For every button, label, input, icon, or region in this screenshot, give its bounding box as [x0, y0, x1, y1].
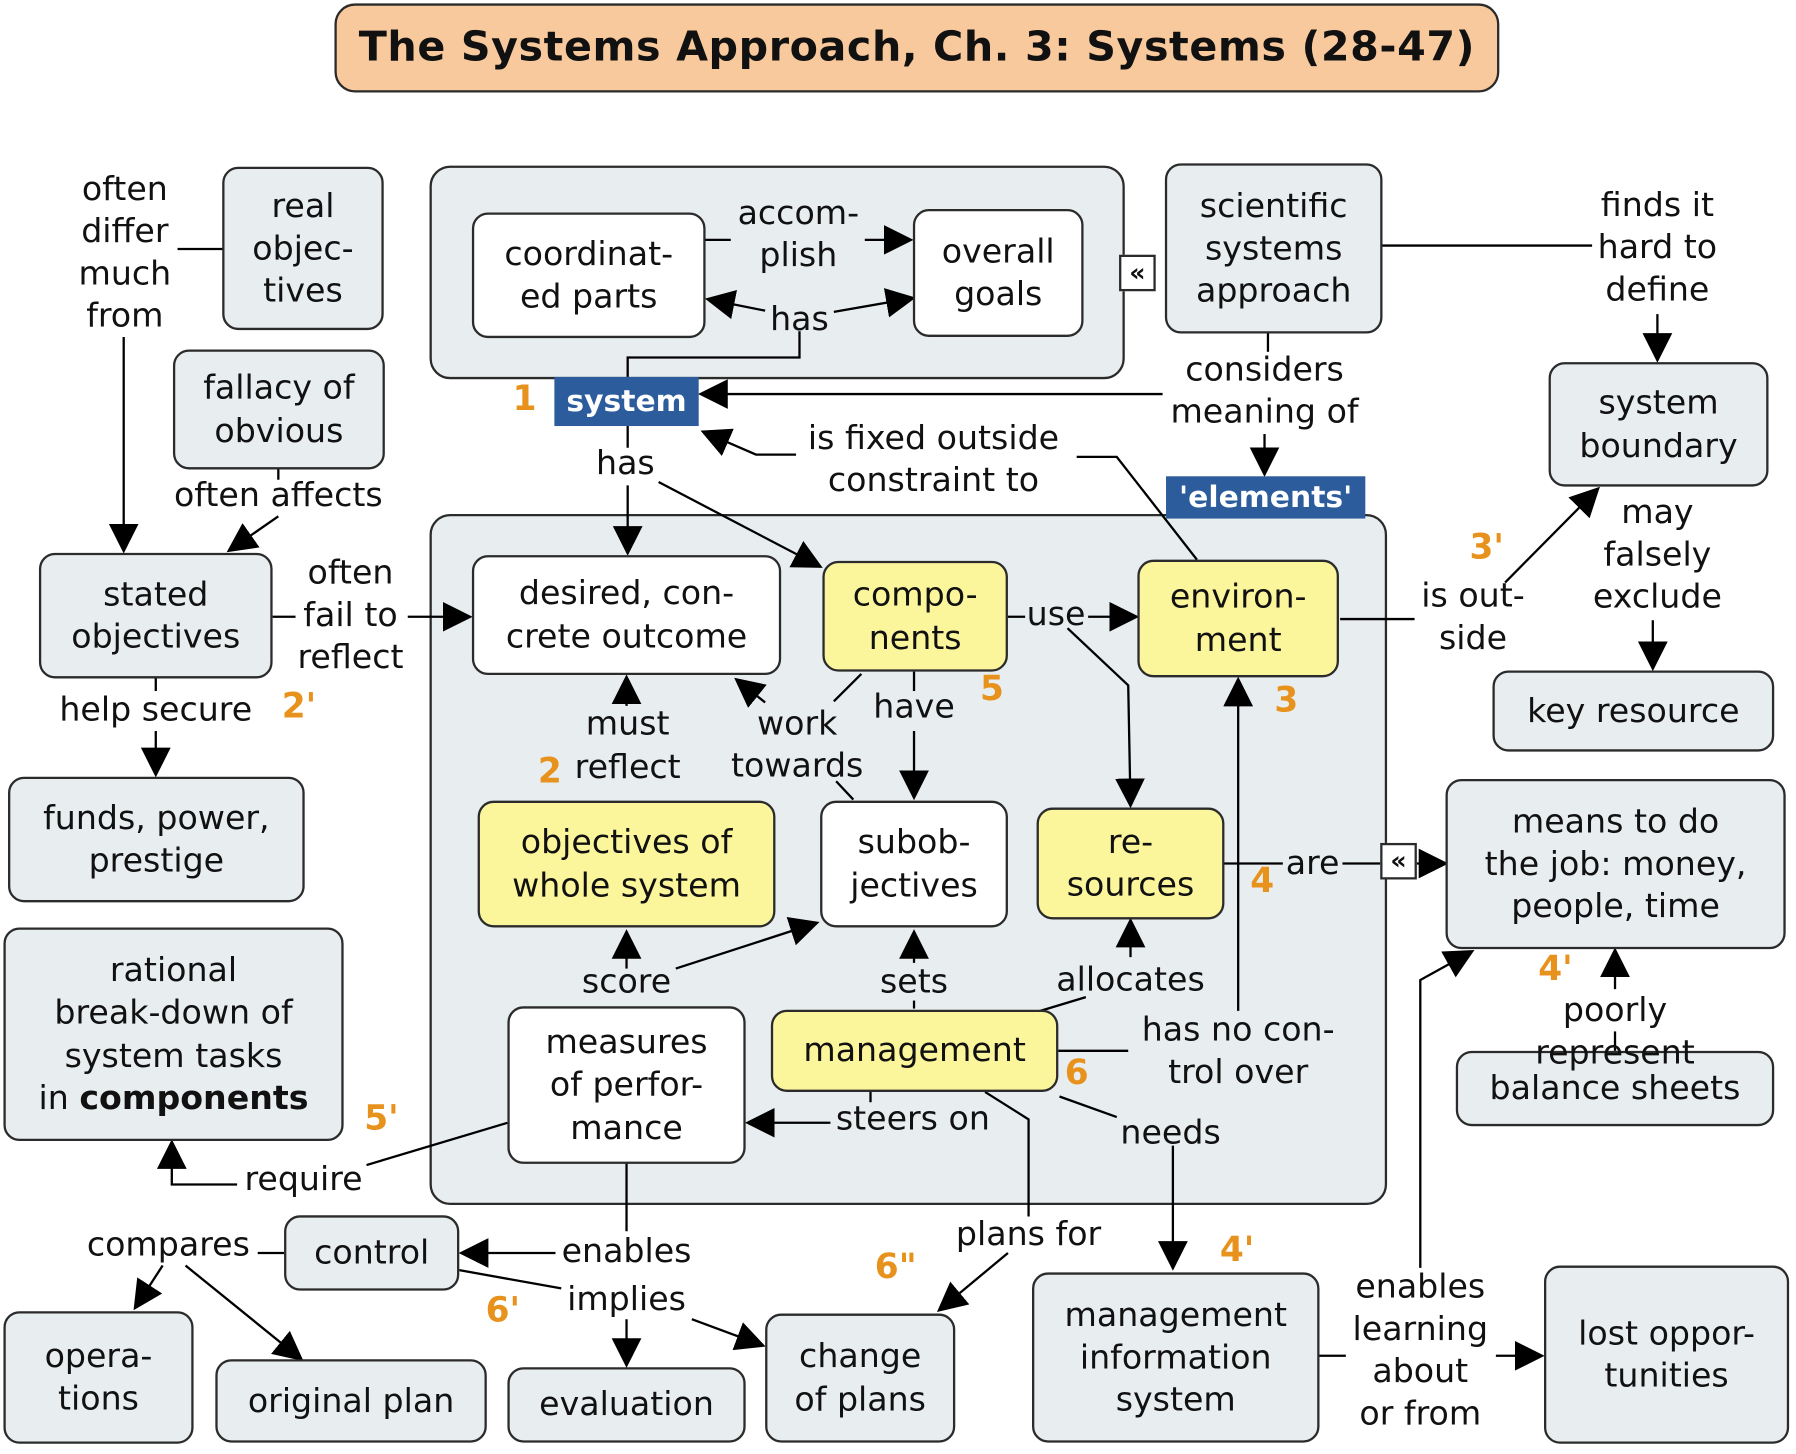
node-means-to-do-job[interactable]: means to do the job: money, people, time — [1445, 778, 1786, 950]
link-often-differ-much-from: often differ much from — [78, 169, 172, 336]
link-finds-it-hard-to-define: finds it hard to define — [1597, 185, 1718, 309]
number-5-prime: 5' — [364, 1098, 399, 1139]
node-objectives-whole-system[interactable]: objectives of whole system — [477, 800, 776, 928]
link-use: use — [1026, 593, 1086, 633]
link-considers-meaning-of: considers meaning of — [1170, 349, 1359, 431]
double-chevron-left-icon[interactable]: « — [1119, 254, 1156, 292]
link-sets: sets — [879, 961, 949, 1001]
number-4: 4 — [1250, 861, 1275, 902]
node-management[interactable]: management — [770, 1009, 1059, 1092]
number-4-prime-a: 4' — [1538, 949, 1573, 990]
node-balance-sheets[interactable]: balance sheets — [1455, 1050, 1775, 1127]
link-is-outside: is out- side — [1421, 575, 1525, 657]
link-allocates: allocates — [1056, 959, 1205, 999]
link-has-no-control-over: has no con- trol over — [1141, 1009, 1335, 1091]
link-has-system: has — [596, 443, 655, 483]
link-may-falsely-exclude: may falsely exclude — [1592, 492, 1722, 616]
link-is-fixed-outside: is fixed outside constraint to — [807, 418, 1060, 500]
rational-breakdown-text: rational break-down of system tasks in — [38, 950, 293, 1117]
link-needs: needs — [1120, 1112, 1221, 1152]
link-are: are — [1285, 842, 1340, 882]
number-4-prime-b: 4' — [1219, 1230, 1255, 1271]
link-must: must — [585, 703, 670, 743]
link-have: have — [873, 686, 955, 726]
number-1: 1 — [512, 379, 537, 420]
number-5: 5 — [979, 669, 1004, 710]
link-has-top: has — [770, 299, 829, 339]
link-enables-learning: enables learning about or from — [1352, 1266, 1489, 1433]
node-fallacy-of-obvious[interactable]: fallacy of obvious — [172, 349, 385, 470]
number-6: 6 — [1064, 1053, 1089, 1094]
link-help-secure: help secure — [59, 689, 253, 729]
node-key-resource[interactable]: key resource — [1492, 670, 1775, 752]
node-real-objectives[interactable]: real objec- tives — [222, 166, 384, 331]
node-desired-outcome[interactable]: desired, con- crete outcome — [471, 555, 782, 676]
node-stated-objectives[interactable]: stated objectives — [38, 552, 273, 679]
tag-elements[interactable]: 'elements' — [1166, 476, 1366, 519]
node-evaluation[interactable]: evaluation — [507, 1367, 746, 1443]
map-title: The Systems Approach, Ch. 3: Systems (28… — [334, 3, 1500, 93]
node-original-plan[interactable]: original plan — [215, 1359, 487, 1443]
link-plans-for: plans for — [955, 1214, 1102, 1253]
node-overall-goals[interactable]: overall goals — [912, 209, 1084, 337]
double-chevron-left-icon[interactable]: « — [1380, 842, 1417, 880]
node-coordinated-parts[interactable]: coordinat- ed parts — [471, 212, 706, 339]
number-2: 2 — [537, 751, 562, 792]
node-change-of-plans[interactable]: change of plans — [765, 1313, 956, 1443]
link-require: require — [244, 1159, 363, 1199]
node-components[interactable]: compo- nents — [822, 560, 1008, 672]
node-system-boundary[interactable]: system boundary — [1548, 362, 1769, 487]
link-score: score — [581, 961, 672, 1001]
number-6-prime: 6' — [485, 1290, 521, 1331]
node-rational-breakdown[interactable]: rational break-down of system tasks in c… — [3, 927, 344, 1142]
node-control[interactable]: control — [284, 1215, 460, 1291]
link-implies: implies — [567, 1279, 686, 1319]
node-subobjectives[interactable]: subob- jectives — [820, 800, 1008, 928]
node-lost-opportunities[interactable]: lost oppor- tunities — [1543, 1265, 1790, 1444]
link-compares: compares — [86, 1224, 250, 1264]
node-resources[interactable]: re- sources — [1036, 807, 1225, 920]
number-3-prime: 3' — [1469, 527, 1504, 568]
tag-system[interactable]: system — [554, 376, 699, 427]
number-6-double-prime: 6" — [874, 1247, 917, 1288]
link-often-affects: often affects — [173, 475, 383, 514]
link-reflect: reflect — [574, 746, 681, 786]
link-enables: enables — [561, 1231, 692, 1271]
number-2-prime: 2' — [281, 686, 317, 727]
link-poorly-represent: poorly represent — [1535, 990, 1695, 1072]
node-environment[interactable]: environ- ment — [1137, 559, 1339, 678]
node-management-information-system[interactable]: management information system — [1032, 1272, 1320, 1443]
link-steers-on: steers on — [835, 1098, 990, 1138]
link-accomplish: accom- plish — [737, 193, 860, 275]
node-scientific-systems-approach[interactable]: scientific systems approach — [1164, 163, 1383, 334]
node-funds-power-prestige[interactable]: funds, power, prestige — [8, 776, 305, 903]
node-operations[interactable]: opera- tions — [3, 1311, 194, 1444]
rational-breakdown-bold: components — [79, 1077, 309, 1117]
number-3: 3 — [1274, 680, 1299, 721]
link-work-towards: work towards — [731, 703, 864, 785]
node-measures-of-performance[interactable]: measures of perfor- mance — [507, 1006, 746, 1164]
link-often-fail-to-reflect: often fail to reflect — [297, 552, 404, 677]
